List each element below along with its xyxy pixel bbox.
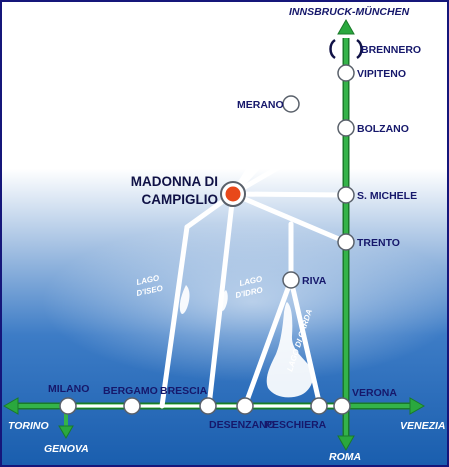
label-east: VENEZIA [400, 420, 446, 432]
center-label-line2: CAMPIGLIO [142, 192, 219, 207]
node-merano[interactable] [282, 95, 300, 113]
lakes [179, 285, 314, 398]
label-verona: VERONA [352, 387, 397, 399]
west-arrow-icon [2, 397, 19, 415]
town-nodes [59, 64, 355, 415]
label-brescia: BRESCIA [160, 385, 208, 397]
lake-garda [266, 302, 314, 398]
node-verona[interactable] [333, 397, 351, 415]
lake-iseo [179, 285, 190, 314]
center-marker[interactable] [220, 181, 246, 207]
southwest-arrow-icon [58, 425, 74, 439]
east-arrow-icon [409, 397, 426, 415]
lake-idro [220, 290, 228, 311]
node-riva[interactable] [282, 271, 300, 289]
label-s-michele: S. MICHELE [357, 190, 417, 202]
label-southwest: GENOVA [44, 443, 89, 455]
node-bolzano[interactable] [337, 119, 355, 137]
border-crossing-icon [329, 38, 363, 60]
south-arrow-icon [337, 435, 355, 452]
direction-arrows [2, 18, 426, 452]
label-peschiera: PESCHIERA [265, 419, 327, 431]
node-brescia[interactable] [199, 397, 217, 415]
label-south: ROMA [329, 451, 361, 463]
north-arrow-icon [337, 18, 355, 35]
node-peschiera[interactable] [310, 397, 328, 415]
center-label-line1: MADONNA DI [131, 174, 218, 189]
label-north: INNSBRUCK-MÜNCHEN [289, 5, 410, 18]
label-bergamo: BERGAMO [103, 385, 158, 397]
node-milano[interactable] [59, 397, 77, 415]
label-brennero: BRENNERO [361, 44, 421, 56]
node-bergamo[interactable] [123, 397, 141, 415]
label-trento: TRENTO [357, 237, 400, 249]
label-milano: MILANO [48, 383, 89, 395]
node-trento[interactable] [337, 233, 355, 251]
label-riva: RIVA [302, 275, 327, 287]
node-desenzano[interactable] [236, 397, 254, 415]
label-bolzano: BOLZANO [357, 123, 409, 135]
label-west: TORINO [8, 420, 49, 432]
center-dot-icon [225, 186, 241, 202]
node-s-michele[interactable] [337, 186, 355, 204]
label-desenzano: DESENZANO [209, 419, 275, 431]
label-vipiteno: VIPITENO [357, 68, 406, 80]
label-merano: MERANO [237, 99, 284, 111]
node-vipiteno[interactable] [337, 64, 355, 82]
